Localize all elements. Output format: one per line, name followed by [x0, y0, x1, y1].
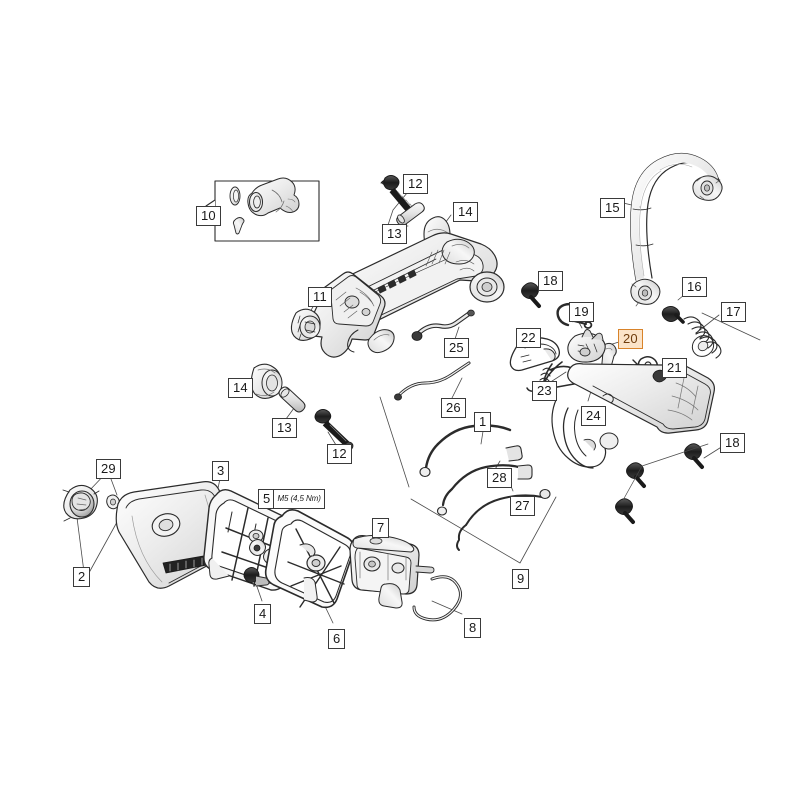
callout-13-left[interactable]: 13	[272, 418, 297, 438]
callout-8[interactable]: 8	[464, 618, 482, 638]
callout-20-highlighted[interactable]: 20	[618, 329, 643, 349]
callout-18-upper[interactable]: 18	[538, 271, 563, 291]
callout-9[interactable]: 9	[512, 569, 530, 589]
callout-26[interactable]: 26	[441, 398, 466, 418]
callout-10[interactable]: 10	[196, 206, 221, 226]
callout-5-number: 5	[259, 490, 275, 508]
callout-23[interactable]: 23	[532, 381, 557, 401]
callout-18-lower[interactable]: 18	[720, 433, 745, 453]
callout-11[interactable]: 11	[308, 287, 332, 307]
callout-6[interactable]: 6	[328, 629, 346, 649]
callout-24[interactable]: 24	[581, 406, 606, 426]
callout-28[interactable]: 28	[487, 468, 512, 488]
callout-3[interactable]: 3	[212, 461, 230, 481]
callout-13-top[interactable]: 13	[382, 224, 407, 244]
callout-5-torque[interactable]: 5 M5 (4,5 Nm)	[258, 489, 325, 509]
callout-4[interactable]: 4	[254, 604, 272, 624]
torque-spec: M5 (4,5 Nm)	[277, 494, 321, 503]
callout-14-left[interactable]: 14	[228, 378, 253, 398]
callout-19[interactable]: 19	[569, 302, 594, 322]
callout-14-top[interactable]: 14	[453, 202, 478, 222]
callout-1[interactable]: 1	[474, 412, 492, 432]
callout-15[interactable]: 15	[600, 198, 625, 218]
callout-7[interactable]: 7	[372, 518, 390, 538]
callout-16[interactable]: 16	[682, 277, 707, 297]
callout-2[interactable]: 2	[73, 567, 91, 587]
callout-22[interactable]: 22	[516, 328, 541, 348]
callout-21[interactable]: 21	[662, 358, 687, 378]
callout-12-top[interactable]: 12	[403, 174, 428, 194]
callout-29[interactable]: 29	[96, 459, 121, 479]
callout-12-left[interactable]: 12	[327, 444, 352, 464]
callout-27[interactable]: 27	[510, 496, 535, 516]
callout-25[interactable]: 25	[444, 338, 469, 358]
callout-17[interactable]: 17	[721, 302, 746, 322]
